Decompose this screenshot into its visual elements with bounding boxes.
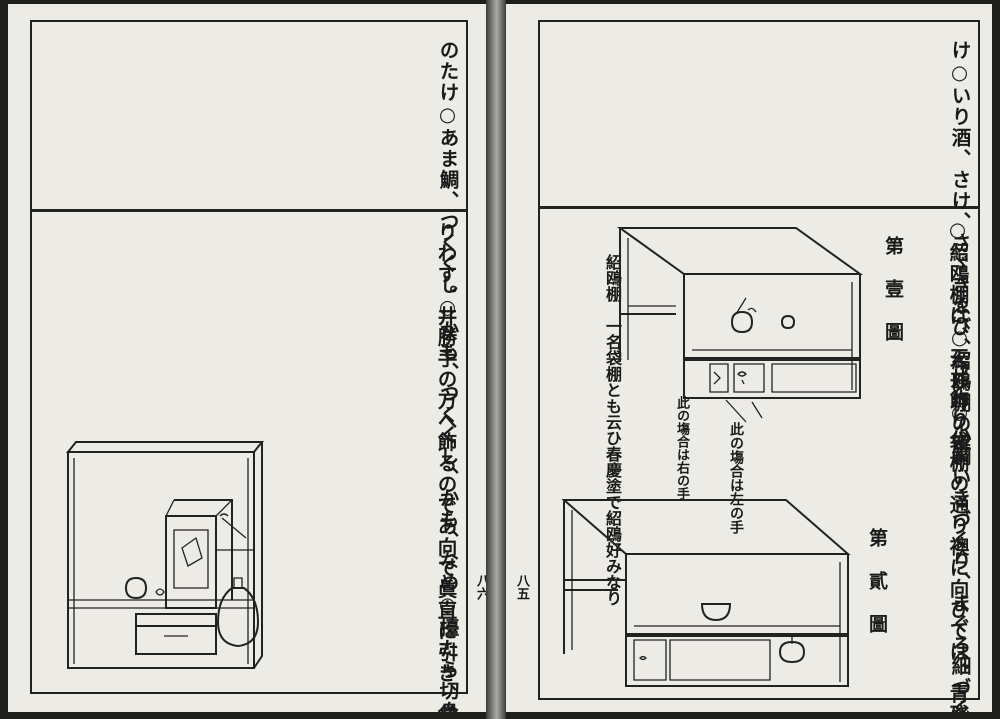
figure-1-note-left-hand: 此の塲合は左の手 bbox=[728, 422, 744, 534]
right-page-frame bbox=[538, 20, 980, 700]
left-menu-text: のたけ○あま鯛、つくくし○かも、つくくし、かも、なめ○擡たら切身、青昆布、胡せう… bbox=[36, 40, 462, 712]
fukurodana-illustration bbox=[65, 441, 265, 669]
right-menu-text: け○いり酒、さけ、さゞきゑび、うど○小鯛いきづくり、まぐろ細づくり、卯花かけ、う… bbox=[546, 40, 974, 712]
left-page-frame bbox=[30, 20, 468, 694]
figure-1-label: 第壹圖 bbox=[882, 236, 904, 365]
right-body-text: ○紹鴎棚は、天井飾り袋棚の通り襖に向ひては、青殘らず右の手 bbox=[946, 218, 969, 712]
left-page: のたけ○あま鯛、つくくし○かも、つくくし、かも、なめ○擡たら切身、青昆布、胡せう… bbox=[8, 4, 486, 712]
right-folio: 八五 bbox=[514, 574, 529, 600]
right-page: け○いり酒、さけ、さゞきゑび、うど○小鯛いきづくり、まぐろ細づくり、卯花かけ、う… bbox=[506, 4, 992, 712]
jooudana-figure-2 bbox=[561, 499, 851, 687]
left-folio: 八六 bbox=[474, 574, 486, 600]
jooudana-figure-1 bbox=[616, 227, 864, 423]
left-body-text: りわす。井勝手の方へ飾るのであ向て眞直に引き、袋は天花は天井へ、柄杓は、仰の袋の… bbox=[38, 222, 460, 712]
figure-2-label: 第貳圖 bbox=[866, 528, 888, 657]
right-divider bbox=[538, 206, 980, 209]
book-gutter bbox=[486, 0, 506, 719]
figure-1-note-right-hand: 此の塲合は右の手 bbox=[674, 396, 689, 500]
left-divider bbox=[30, 209, 468, 212]
right-section-title: ○紹鴎棚の解 bbox=[948, 326, 971, 456]
